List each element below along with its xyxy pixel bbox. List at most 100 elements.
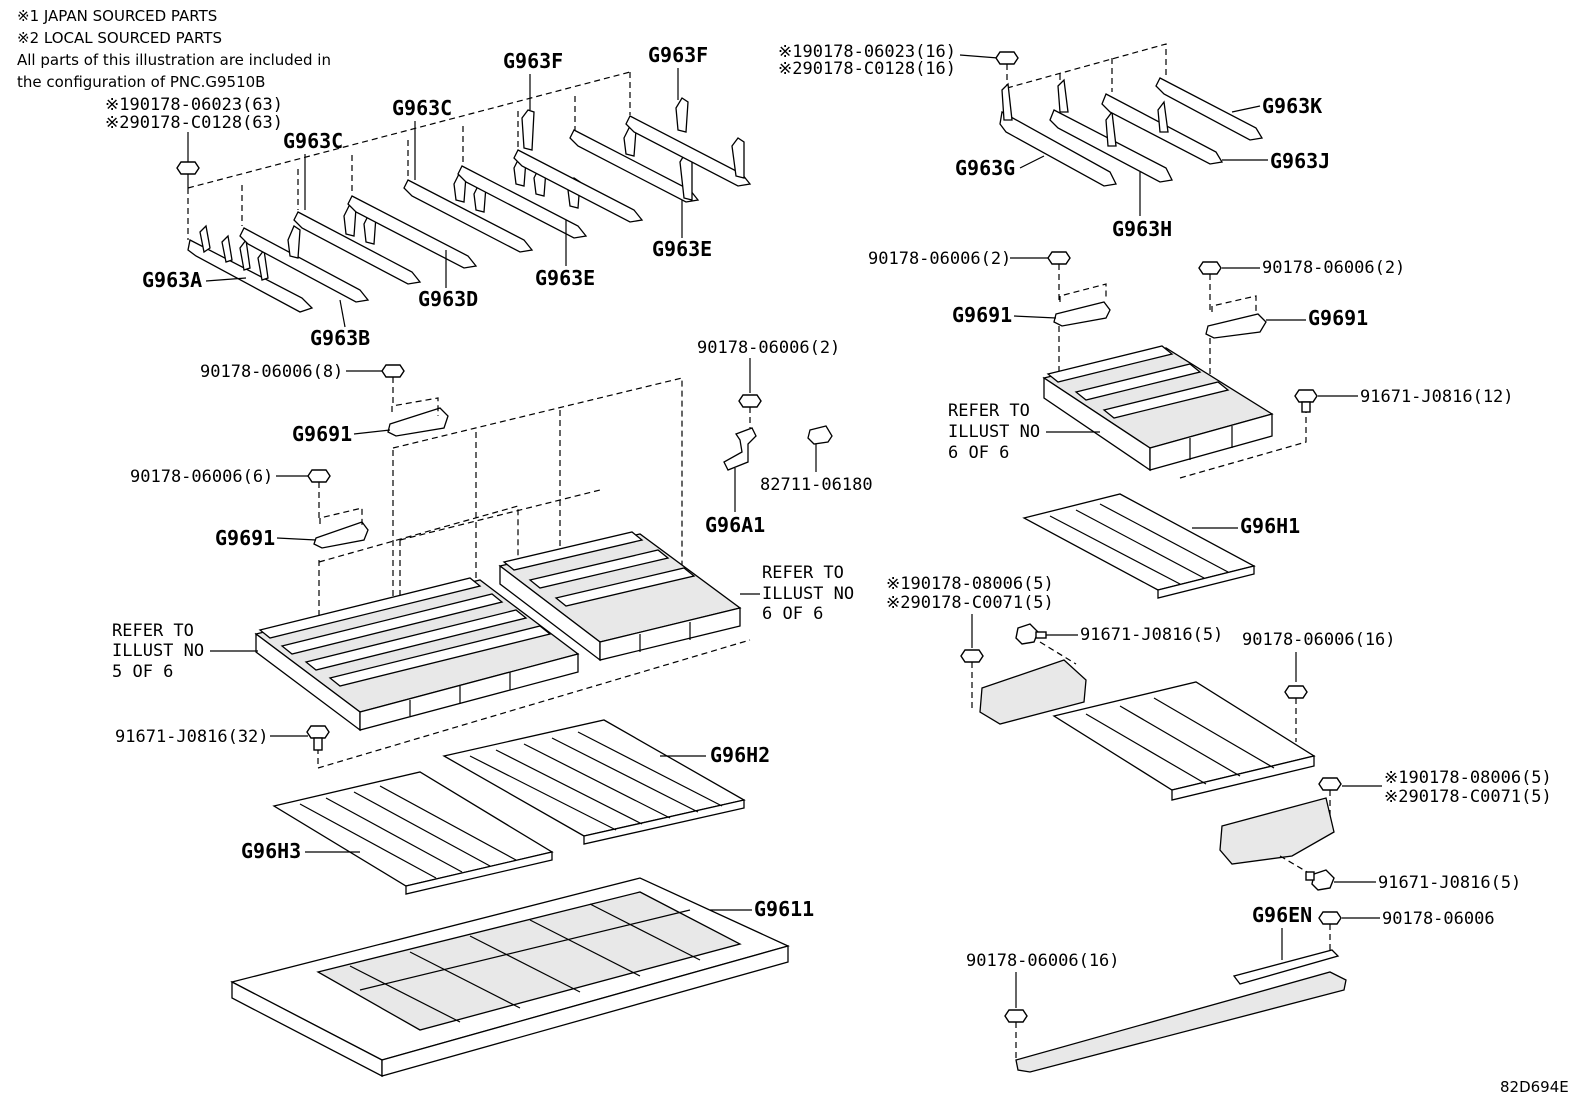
label-g9691-right-1: G9691: [952, 303, 1012, 327]
label-g963c-2: G963C: [392, 96, 452, 120]
label-nut-5-b2: ※290178-C0071(5): [1384, 787, 1552, 807]
bracket-g96a1: [723, 427, 757, 471]
nut-single: [1318, 911, 1342, 925]
rail-g963k: [1155, 77, 1264, 141]
label-g963f-2: G963F: [648, 43, 708, 67]
battery-module-group-6of6-left: [498, 531, 742, 662]
label-g963k: G963K: [1262, 94, 1322, 118]
battery-module-group-5of6: [254, 577, 580, 732]
label-g963h: G963H: [1112, 217, 1172, 241]
label-82711: 82711-06180: [760, 475, 873, 495]
bracket-g9691-right-1: [1053, 283, 1111, 327]
rail-g963c-1: [293, 203, 422, 285]
bolt-5-a: [1015, 623, 1047, 645]
refer-right-line1: REFER TO: [948, 401, 1030, 421]
nut-top-right: [995, 51, 1019, 65]
rail-g963e-2: [569, 125, 700, 203]
label-g96h3: G96H3: [241, 839, 301, 863]
refer-right: REFER TO ILLUST NO 6 OF 6: [948, 401, 1040, 463]
label-nut-8: 90178-06006(8): [200, 362, 343, 382]
refer-right-line3: 6 OF 6: [948, 443, 1009, 463]
refer-mid-line3: 6 OF 6: [762, 604, 823, 624]
label-g96h1: G96H1: [1240, 514, 1300, 538]
connector-82711-06180: [807, 425, 833, 445]
label-bolt-12: 91671-J0816(12): [1360, 387, 1514, 407]
nut-8: [381, 364, 405, 378]
nut-16-b: [1004, 1009, 1028, 1023]
rail-g963j: [1101, 93, 1224, 165]
label-g963e-1: G963E: [535, 266, 595, 290]
cover-left-lower: [979, 659, 1087, 725]
frame-lower-right: [1052, 681, 1316, 801]
label-g96en: G96EN: [1252, 903, 1312, 927]
label-nut-top-right-1: ※190178-06023(16): [778, 42, 956, 62]
nut-6: [307, 469, 331, 483]
label-g963a: G963A: [142, 268, 202, 292]
label-nut-top-right-2: ※290178-C0128(16): [778, 59, 956, 79]
label-nut-2-right-a: 90178-06006(2): [868, 249, 1011, 269]
nut-5-b: [1318, 777, 1342, 791]
label-nut-2-mid: 90178-06006(2): [697, 338, 840, 358]
bolt-12: [1294, 389, 1318, 413]
battery-case-g9611: [230, 877, 790, 1078]
rail-bottom-right: [1015, 971, 1347, 1073]
diagram-code: 82D694E: [1500, 1078, 1569, 1096]
label-bolt-32: 91671-J0816(32): [115, 727, 269, 747]
battery-module-group-6of6-right: [1042, 345, 1274, 472]
tray-g96h2: [442, 719, 746, 845]
refer-left-line1: REFER TO: [112, 621, 194, 641]
rail-g963a: [187, 224, 314, 313]
label-nut-top-left-2: ※290178-C0128(63): [105, 113, 283, 133]
cover-right-lower: [1219, 797, 1335, 865]
note-configuration-2: the configuration of PNC.G9510B: [17, 73, 266, 91]
label-g963d: G963D: [418, 287, 478, 311]
label-nut-6: 90178-06006(6): [130, 467, 273, 487]
label-g9691-left-1: G9691: [292, 422, 352, 446]
bracket-g96en: [1232, 949, 1340, 985]
label-nut-5-b1: ※190178-08006(5): [1384, 768, 1552, 788]
label-nut-5-a1: ※190178-08006(5): [886, 574, 1054, 594]
nut-16-a: [1284, 685, 1308, 699]
label-nut-top-left-1: ※190178-06023(63): [105, 95, 283, 115]
bracket-g9691-right-2: [1205, 295, 1267, 339]
nut-top-left: [176, 161, 200, 188]
note-configuration-1: All parts of this illustration are inclu…: [17, 51, 331, 69]
label-nut-16-b: 90178-06006(16): [966, 951, 1120, 971]
label-bolt-5-a: 91671-J0816(5): [1080, 625, 1223, 645]
rail-g963f-2: [625, 97, 752, 187]
bolt-32: [306, 725, 330, 751]
rail-g963b: [239, 225, 370, 303]
refer-mid-line1: REFER TO: [762, 563, 844, 583]
label-g9691-left-2: G9691: [215, 526, 275, 550]
label-g963e-2: G963E: [652, 237, 712, 261]
refer-left-line3: 5 OF 6: [112, 662, 173, 682]
label-nut-5-a2: ※290178-C0071(5): [886, 593, 1054, 613]
nut-5-a: [960, 649, 984, 663]
label-g9611: G9611: [754, 897, 814, 921]
label-g963g: G963G: [955, 156, 1015, 180]
refer-left: REFER TO ILLUST NO 5 OF 6: [112, 621, 204, 682]
rail-g963g: [999, 82, 1117, 187]
bracket-g9691-left-2: [313, 507, 369, 549]
label-nut-16-a: 90178-06006(16): [1242, 630, 1396, 650]
refer-mid-line2: ILLUST NO: [762, 584, 854, 604]
rail-g963h: [1049, 78, 1173, 183]
tray-g96h3: [272, 771, 554, 895]
rail-g963d: [347, 195, 478, 269]
label-g963f-1: G963F: [503, 49, 563, 73]
nut-2-mid: [738, 394, 762, 408]
note-japan-sourced: ※1 JAPAN SOURCED PARTS: [17, 7, 218, 25]
refer-left-line2: ILLUST NO: [112, 641, 204, 661]
note-local-sourced: ※2 LOCAL SOURCED PARTS: [17, 29, 222, 47]
nut-2-right-b: [1198, 261, 1222, 275]
rail-g963f-1: [513, 109, 644, 223]
tray-g96h1: [1022, 493, 1256, 599]
label-nut-single: 90178-06006: [1382, 909, 1495, 929]
label-g96h2: G96H2: [710, 743, 770, 767]
nut-2-right-a: [1047, 251, 1071, 265]
refer-mid: REFER TO ILLUST NO 6 OF 6: [762, 563, 854, 624]
label-g963j: G963J: [1270, 149, 1330, 173]
label-nut-2-right-b: 90178-06006(2): [1262, 258, 1405, 278]
refer-right-line2: ILLUST NO: [948, 422, 1040, 442]
